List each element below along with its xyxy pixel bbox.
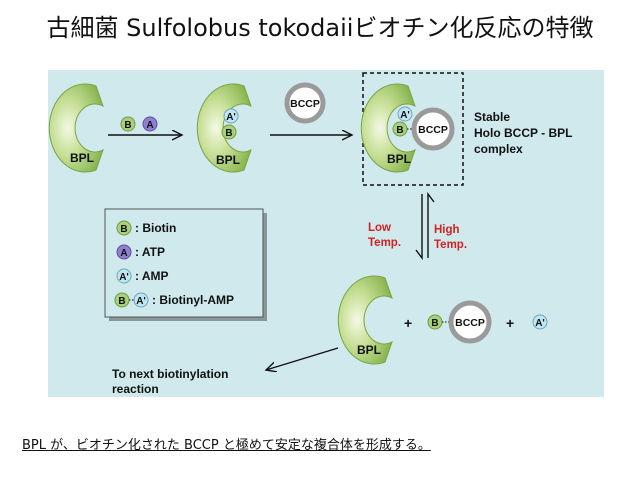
legend-biotinyl-symbol-a: A' [136,296,146,307]
biotin-symbol-2: B [225,128,232,139]
arrow-next-reaction [266,347,339,370]
equilibrium-arrows [415,191,435,261]
bpl-shape-1 [48,83,104,173]
next-reaction-line-2: reaction [112,382,159,396]
legend-atp-symbol: A [120,248,127,259]
bpl-shape-4 [337,275,393,365]
legend-amp-text: : AMP [135,269,169,283]
plus-sign-2: + [506,315,514,331]
stable-line-2: Holo BCCP - BPL [474,126,572,140]
bccp-ring-complex [411,107,455,151]
legend-biotin-symbol: B [120,224,127,235]
high-temp-line-1: High [434,224,460,236]
bpl-label-1: BPL [70,151,94,165]
plus-sign-1: + [404,315,412,331]
amp-symbol-3: A' [400,110,410,121]
low-temp-line-2: Temp. [368,237,401,249]
atp-token-1 [142,116,158,132]
bpl-label-4: BPL [357,343,381,357]
legend-amp-icon [116,268,132,284]
stable-line-3: complex [474,142,523,156]
amp-token-3 [397,106,413,122]
high-temp-line-2: Temp. [434,239,467,251]
amp-symbol-4: A' [535,318,545,329]
bpl-label-3: BPL [387,152,411,166]
bccp-ring-released [448,300,492,344]
next-reaction-line-1: To next biotinylation [112,367,228,381]
biotin-symbol-3: B [396,125,403,136]
legend-biotinyl-amp-icon [114,292,149,308]
biotin-token-1 [120,116,136,132]
bccp-ring-free [284,82,326,124]
legend-biotinyl-symbol-b: B [118,296,125,307]
amp-token-2 [223,108,239,124]
legend-atp-text: : ATP [135,245,165,259]
amp-token-4 [532,314,548,330]
bpl-shape-3 [360,83,416,173]
legend-biotin-text: : Biotin [135,221,176,235]
amp-symbol-2: A' [226,112,236,123]
page-title: 古細菌 Sulfolobus tokodaiiビオチン化反応の特徴 [46,14,594,42]
bccp-label-released: BCCP [455,317,485,329]
low-temp-line-1: Low [368,222,391,234]
legend-biotin-icon [116,220,132,236]
bccp-label-complex: BCCP [418,124,448,136]
stable-line-1: Stable [474,110,510,124]
biotin-symbol-4: B [431,318,438,329]
legend-atp-icon [116,244,132,260]
bpl-label-2: BPL [216,153,240,167]
legend-amp-symbol: A' [119,272,129,283]
biotin-token-2 [221,124,237,140]
bccp-label-free: BCCP [290,98,320,110]
biotin-symbol-1: B [124,120,131,131]
caption-text: BPL が、ビオチン化された BCCP と極めて安定な複合体を形成する。 [22,438,431,453]
legend-biotinyl-amp-text: : Biotinyl-AMP [152,293,234,307]
atp-symbol-1: A [146,120,153,131]
